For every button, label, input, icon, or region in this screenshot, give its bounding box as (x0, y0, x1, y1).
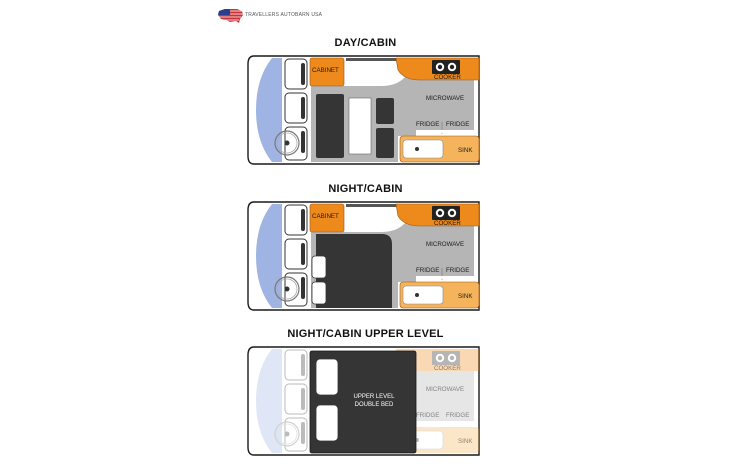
front-seats (284, 204, 308, 307)
pillow-bottom (315, 404, 339, 442)
bed-label-line2: DOUBLE BED (355, 402, 394, 408)
table (348, 97, 372, 155)
fridge-left-label: FRIDGE (416, 412, 439, 419)
cabinet (309, 203, 345, 233)
windshield (256, 58, 282, 162)
bench-seat-left (316, 94, 344, 158)
fridge-right-label: FRIDGE (446, 412, 469, 419)
steering-wheel-icon (274, 421, 300, 447)
pillow-bottom (311, 281, 327, 305)
fridge-left-label: FRIDGE (416, 121, 439, 128)
brand-name: TRAVELLERS AUTOBARN USA (245, 12, 323, 18)
bench-seat-right-bottom (376, 128, 394, 158)
pillow-top (311, 255, 327, 279)
cabinet (309, 57, 345, 87)
windshield (256, 204, 282, 308)
fridge-right-label: FRIDGE (446, 121, 469, 128)
upper-level-floorplan: COOKER MICROWAVE FRIDGE FRIDGE SINK UPPE… (247, 346, 480, 456)
cabinet-label: CABINET (312, 213, 339, 220)
upper-level-title: NIGHT/CABIN UPPER LEVEL (287, 328, 444, 340)
sink-label: SINK (458, 293, 473, 300)
night-cabin-floorplan: CABINET COOKER MICROWAVE FRIDGE FRIDGE S… (247, 201, 480, 311)
steering-wheel-icon (274, 130, 300, 156)
cooker-label: COOKER (434, 365, 461, 372)
sink-counter (400, 427, 479, 453)
pillow-top (315, 358, 339, 396)
cooker-label: COOKER (434, 220, 461, 227)
steering-wheel-icon (274, 276, 300, 302)
cabinet-label: CABINET (312, 67, 339, 74)
microwave-label: MICROWAVE (426, 95, 464, 102)
front-seats (284, 349, 308, 452)
day-cabin-floorplan: CABINET COOKER MICROWAVE FRIDGE FRIDGE S… (247, 55, 480, 165)
lower-bed (316, 234, 392, 308)
sink-label: SINK (458, 147, 473, 154)
microwave-label: MICROWAVE (426, 241, 464, 248)
bench-seat-right-top (376, 98, 394, 124)
bed-label-line1: UPPER LEVEL (353, 394, 395, 400)
cooker-counter (396, 349, 479, 371)
sink-label: SINK (458, 438, 473, 445)
day-cabin-title: DAY/CABIN (334, 37, 397, 49)
cooker-label: COOKER (434, 74, 461, 81)
usa-flag-map-icon (218, 9, 243, 23)
front-seats (284, 58, 308, 161)
brand-logo: TRAVELLERS AUTOBARN USA (217, 6, 337, 28)
fridge-right-label: FRIDGE (446, 267, 469, 274)
night-cabin-title: NIGHT/CABIN (328, 183, 403, 195)
microwave-label: MICROWAVE (426, 386, 464, 393)
windshield (256, 349, 282, 453)
fridge-left-label: FRIDGE (416, 267, 439, 274)
